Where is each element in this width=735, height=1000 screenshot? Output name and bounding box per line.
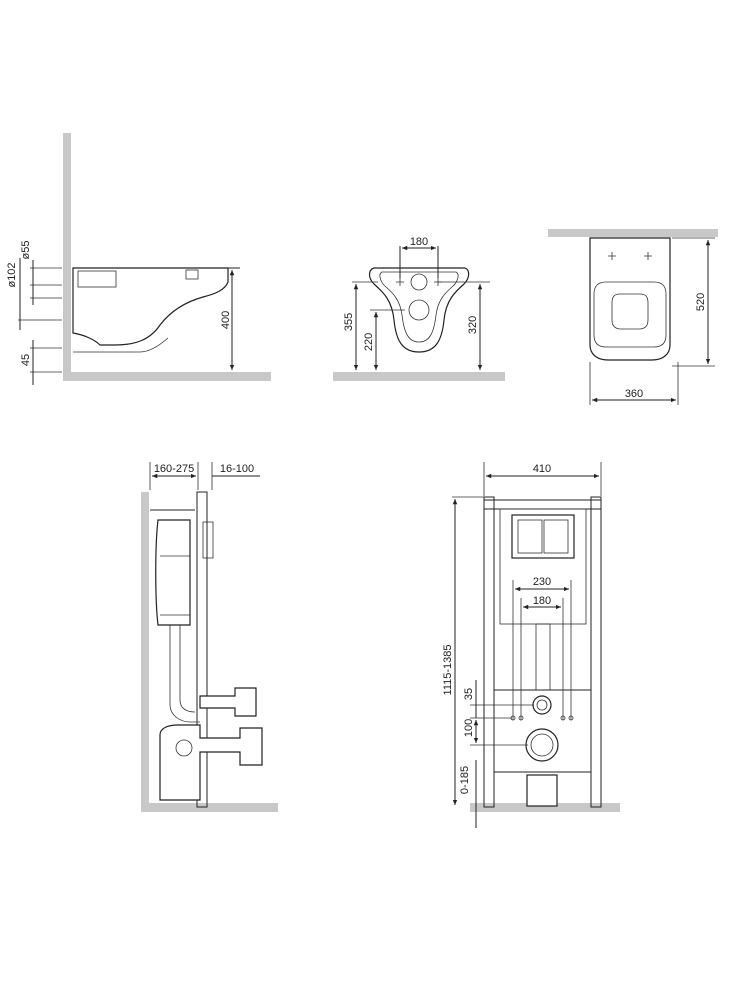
floor — [63, 372, 271, 381]
toilet-seat-outer — [593, 281, 667, 348]
toilet-rim-front — [379, 271, 459, 343]
dim-d55-label: ø55 — [20, 241, 32, 260]
dim-320-label: 320 — [467, 316, 479, 334]
toilet-body-side — [72, 267, 229, 346]
dim-180-frame-label: 180 — [533, 595, 551, 607]
frame-front-view: 410 230 180 1115-1385 35 100 0-185 — [442, 462, 620, 828]
flush-pipe-inner — [179, 625, 196, 713]
floor — [333, 372, 505, 381]
toilet-seat-inner — [611, 293, 649, 330]
bowl-outline — [73, 337, 169, 353]
mounting-bolt-marks — [396, 278, 442, 286]
frame-rail — [196, 491, 208, 808]
flush-plate — [511, 514, 575, 559]
wall — [141, 492, 149, 812]
dim-0-185-label: 0-185 — [459, 766, 471, 794]
floor — [470, 803, 620, 812]
drain-elbow — [159, 724, 263, 801]
dim-355-label: 355 — [343, 313, 355, 331]
mounting-bolt-marks-top — [608, 252, 652, 260]
cistern-lines — [160, 555, 190, 616]
frame-right-post — [590, 496, 602, 808]
dim-d102-label: ø102 — [6, 262, 18, 287]
dim-520-label: 520 — [695, 293, 707, 311]
supply-connector — [199, 687, 257, 717]
dim-220-label: 220 — [363, 333, 375, 351]
dim-230-label: 230 — [533, 576, 551, 588]
toilet-side-view: 400 ø102 ø55 45 — [6, 133, 271, 385]
toilet-body-top — [589, 237, 671, 361]
drain-outlet — [175, 739, 193, 757]
cistern-tank — [155, 519, 191, 626]
dim-height-label: 400 — [220, 311, 232, 329]
flush-button-large — [543, 519, 569, 554]
dim-16-100-label: 16-100 — [220, 463, 254, 475]
toilet-body-front — [368, 267, 470, 353]
wall — [63, 133, 71, 381]
dim-35-label: 35 — [463, 688, 475, 700]
dim-45-label: 45 — [20, 354, 32, 366]
toilet-top-view: 520 360 — [548, 229, 718, 405]
flush-plate-side — [202, 521, 214, 559]
toilet-front-view: 180 355 220 320 — [333, 236, 505, 381]
seat-hinge — [185, 269, 199, 280]
dim-160-275-label: 160-275 — [154, 463, 194, 475]
drain-pipe — [526, 774, 558, 807]
dim-1115-1385-label: 1115-1385 — [442, 645, 454, 696]
dim-180-label: 180 — [410, 236, 428, 248]
dim-410-label: 410 — [533, 463, 551, 475]
floor — [141, 803, 278, 812]
water-inlet — [532, 695, 552, 715]
wall-top — [548, 229, 718, 237]
outlet-hole — [408, 299, 430, 321]
flush-button-small — [517, 519, 543, 554]
frame-side-view: 160-275 16-100 — [141, 462, 278, 812]
frame-left-post — [483, 496, 495, 808]
flush-pipe — [169, 625, 200, 723]
dim-100-label: 100 — [463, 719, 475, 737]
inlet-hole — [410, 273, 428, 291]
inlet-pipe — [77, 270, 117, 288]
dim-360-label: 360 — [625, 388, 643, 400]
flush-pipe-front — [535, 623, 551, 691]
